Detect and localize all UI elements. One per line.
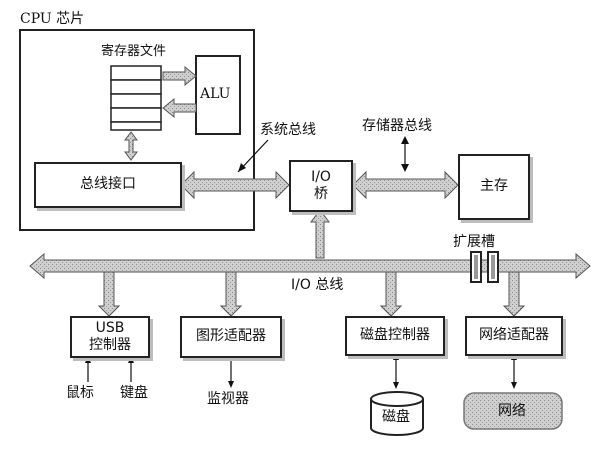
cpu-chip-outline [19, 29, 255, 231]
bus-interface-box: 总线接口 [34, 162, 182, 208]
io-bus-label: I/O 总线 [291, 277, 344, 293]
disk-controller-label: 磁盘控制器 [360, 327, 430, 344]
network-cloud [463, 392, 563, 430]
monitor-connector [228, 358, 234, 388]
graphics-adapter-label: 图形适配器 [196, 328, 266, 345]
bus-interface-label: 总线接口 [80, 176, 136, 193]
network-adapter-label: 网络适配器 [479, 327, 549, 344]
system-bus-label: 系统总线 [260, 122, 316, 138]
keyboard-connector [128, 356, 134, 382]
mouse-connector [85, 356, 91, 382]
io-bridge-box: I/O 桥 [289, 160, 353, 212]
io-bridge-line1: I/O [311, 168, 331, 185]
memory-bus [352, 170, 459, 200]
cpu-chip-label: CPU 芯片 [20, 11, 85, 27]
alu-box [195, 55, 241, 135]
usb-controller-line2: 控制器 [89, 337, 131, 353]
mouse-label: 鼠标 [66, 385, 94, 401]
disk-controller-box: 磁盘控制器 [345, 316, 445, 356]
expansion-slots [470, 251, 499, 283]
drop-graphics [219, 271, 243, 317]
disk-label: 磁盘 [382, 409, 410, 425]
drop-disk [379, 271, 403, 317]
reg-to-bus-interface-arrow [124, 131, 138, 161]
keyboard-label: 键盘 [120, 385, 148, 401]
register-file-label: 寄存器文件 [101, 44, 167, 59]
monitor-label: 监视器 [207, 391, 249, 407]
usb-controller-box: USB 控制器 [70, 316, 150, 358]
main-memory-box: 主存 [458, 154, 530, 220]
usb-controller-line1: USB [95, 319, 125, 336]
alu-to-reg-arrow [162, 97, 197, 119]
drop-network [502, 271, 526, 317]
network-label: 网络 [498, 403, 526, 419]
io-bus [29, 252, 591, 280]
io-bridge-line2: 桥 [314, 186, 328, 202]
bridge-to-io-bus [310, 209, 330, 259]
network-adapter-box: 网络适配器 [465, 316, 563, 356]
main-memory-label: 主存 [480, 178, 508, 195]
disk-cylinder [370, 391, 424, 436]
system-bus [180, 170, 290, 200]
reg-to-alu-arrow [162, 65, 197, 87]
disk-connector [393, 353, 399, 389]
drop-usb [97, 271, 121, 317]
expansion-slots-label: 扩展槽 [453, 234, 495, 250]
memory-bus-label: 存储器总线 [362, 118, 432, 134]
register-file-block [110, 65, 162, 131]
network-connector [511, 353, 517, 389]
graphics-adapter-box: 图形适配器 [180, 316, 282, 358]
alu-label: ALU [200, 86, 231, 102]
